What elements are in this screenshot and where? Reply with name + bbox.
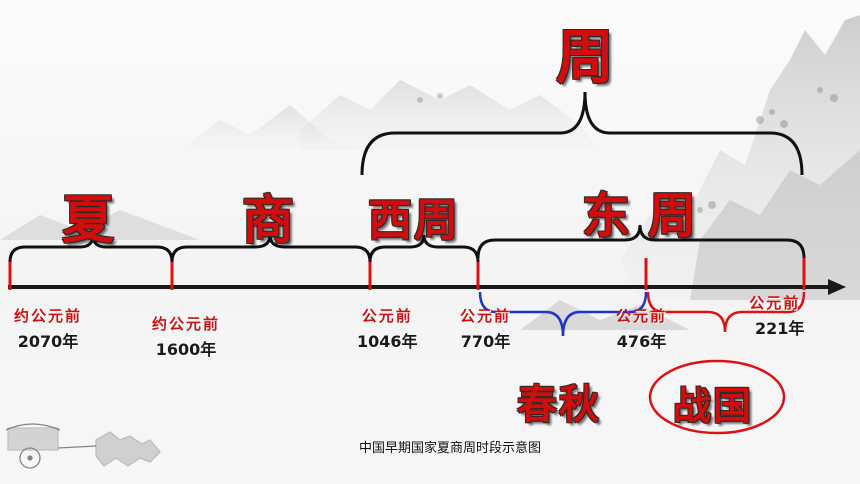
brace-xia [8,234,174,263]
dynasty-label-western-zhou: 西周 [368,195,460,246]
chariot-icon [5,423,161,469]
warring-states-highlight-ellipse [648,359,786,435]
date-year: 2070年 [17,332,79,351]
brace-shang [170,234,372,263]
dynasty-label-xia: 夏 [62,190,117,251]
date-year: 476年 [616,332,667,351]
date-label-2070: 约公元前 2070年 [14,305,82,352]
dynasty-label-zhou: 周 [556,23,617,91]
date-label-221: 公元前 221年 [745,292,804,339]
date-prefix: 约公元前 [14,307,83,325]
dynasty-label-shang: 商 [242,190,297,251]
period-label-warring-states: 战国 [673,383,754,428]
date-year: 1600年 [155,340,217,359]
period-ticks [8,258,806,290]
brace-warring-states [646,291,806,333]
date-year: 221年 [755,319,805,338]
dynasty-label-eastern-zhou: 东周 [582,188,715,244]
date-prefix: 公元前 [749,294,801,312]
date-prefix: 约公元前 [152,315,221,333]
brace-western-zhou [368,234,480,263]
date-year: 770年 [460,332,511,351]
brace-eastern-zhou [476,224,806,259]
diagram-caption: 中国早期国家夏商周时段示意图 [358,441,541,456]
timeline-arrowhead [828,279,846,295]
brace-zhou [360,91,804,176]
date-prefix: 公元前 [616,307,668,325]
date-label-476: 公元前 476年 [616,305,667,352]
date-year: 1046年 [357,332,418,351]
date-prefix: 公元前 [460,307,512,325]
date-label-1600: 约公元前 1600年 [152,313,220,360]
date-label-1046: 公元前 1046年 [357,305,418,352]
period-label-spring-autumn: 春秋 [517,381,601,428]
date-prefix: 公元前 [361,307,413,325]
brace-spring-autumn [478,291,648,337]
date-label-770: 公元前 770年 [460,305,511,352]
